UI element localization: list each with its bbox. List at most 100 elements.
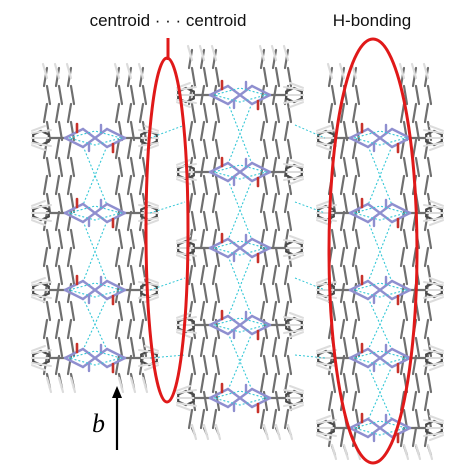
core-bond <box>250 161 272 174</box>
core-bond <box>105 288 127 301</box>
molecule <box>316 274 444 306</box>
stack-bond <box>339 210 346 232</box>
core-bond <box>390 202 412 215</box>
stack-bond <box>117 156 124 178</box>
terminal-hydrogen <box>414 443 422 461</box>
core-bond <box>208 161 230 174</box>
hydrogen-bond-stub <box>316 293 337 299</box>
molecule <box>31 342 159 374</box>
stack-bond <box>423 318 430 340</box>
hydrogen-bond-stub <box>316 216 337 222</box>
stack-bond <box>187 192 194 214</box>
stack-bond <box>45 228 52 250</box>
hydrogen-bond-stub <box>283 316 304 322</box>
stack-bond <box>211 408 218 430</box>
stack-bond <box>202 210 209 232</box>
stack-bond <box>202 282 209 304</box>
molecule <box>176 79 304 111</box>
stack-bond <box>202 174 209 196</box>
stack-bond <box>211 372 218 394</box>
core-bond <box>63 356 85 369</box>
hydrogen-bond-stub <box>176 312 191 319</box>
core-bond <box>250 84 272 97</box>
stack-bond <box>339 174 346 196</box>
stack-bond <box>114 66 121 88</box>
hydrogen-bond-stub <box>423 204 444 210</box>
stack-bond <box>262 354 269 376</box>
molecule <box>31 274 159 306</box>
inter-row-h-bond <box>82 297 108 351</box>
stack-bond <box>274 66 281 88</box>
stack-bond <box>138 102 145 124</box>
stack-bond <box>199 372 206 394</box>
stack-bond <box>274 246 281 268</box>
stack-bond <box>351 246 358 268</box>
stack-bond <box>202 66 209 88</box>
hydrogen-bond-stub <box>289 312 304 319</box>
core-bond <box>390 127 412 140</box>
hydrogen-bond-stub <box>316 277 331 284</box>
stack-bond <box>114 102 121 124</box>
h-bonding-label: H-bonding <box>333 11 411 30</box>
stack-bond <box>214 282 221 304</box>
h-bond-network <box>351 350 409 366</box>
hydrogen-bond-stub <box>31 144 46 151</box>
core-bond <box>63 127 85 140</box>
hydrogen-bond-stub <box>316 415 331 422</box>
stack-bond <box>271 408 278 430</box>
molecule <box>176 156 304 188</box>
hydrogen-bond-stub <box>31 345 46 352</box>
terminal-hydrogen <box>258 44 266 62</box>
core-bond <box>348 202 370 215</box>
inter-row-h-bond <box>367 145 393 206</box>
stack-bond <box>262 174 269 196</box>
stack-bond <box>426 228 433 250</box>
core-bond <box>390 211 412 224</box>
stack-bond <box>66 246 73 268</box>
stack-bond <box>414 336 421 358</box>
terminal-hydrogen <box>129 376 137 394</box>
stack-bond <box>42 246 49 268</box>
hydrogen-bond-stub <box>429 415 444 422</box>
inter-column-link <box>149 124 186 139</box>
hydrogen-bond-stub <box>283 163 304 169</box>
core-bond <box>93 211 109 224</box>
stack-bond <box>42 174 49 196</box>
stacking-column <box>41 62 149 394</box>
stack-bond <box>187 228 194 250</box>
stack-bond <box>114 174 121 196</box>
core-bond <box>81 202 97 215</box>
hydrogen-bond-stub <box>138 204 159 210</box>
terminal-hydrogen <box>53 62 61 80</box>
core-bond <box>348 211 370 224</box>
terminal-hydrogen <box>262 423 270 441</box>
stack-bond <box>414 408 421 430</box>
stack-bond <box>423 66 430 88</box>
core-bond <box>105 347 127 360</box>
core-bond <box>390 347 412 360</box>
stack-bond <box>351 174 358 196</box>
hydrogen-bond-stub <box>283 389 304 395</box>
stack-bond <box>271 228 278 250</box>
stack-bond <box>342 192 349 214</box>
stack-bond <box>129 84 136 106</box>
hydrogen-bond-stub <box>31 216 52 222</box>
stack-bond <box>339 138 346 160</box>
core-bond <box>63 211 85 224</box>
inter-row-h-bond <box>227 102 253 165</box>
core-bond <box>378 211 394 224</box>
core-bond <box>238 396 254 409</box>
stack-bond <box>211 120 218 142</box>
hydrogen-bond-stub <box>31 125 46 132</box>
stack-bond <box>262 102 269 124</box>
stack-bond <box>339 102 346 124</box>
stack-bond <box>190 210 197 232</box>
hydrogen-bond-stub <box>31 277 46 284</box>
stack-bond <box>211 48 218 70</box>
stack-bond <box>45 264 52 286</box>
stack-bond <box>330 300 337 322</box>
core-bond <box>226 237 242 250</box>
terminal-hydrogen <box>117 376 125 394</box>
stack-bond <box>354 84 361 106</box>
